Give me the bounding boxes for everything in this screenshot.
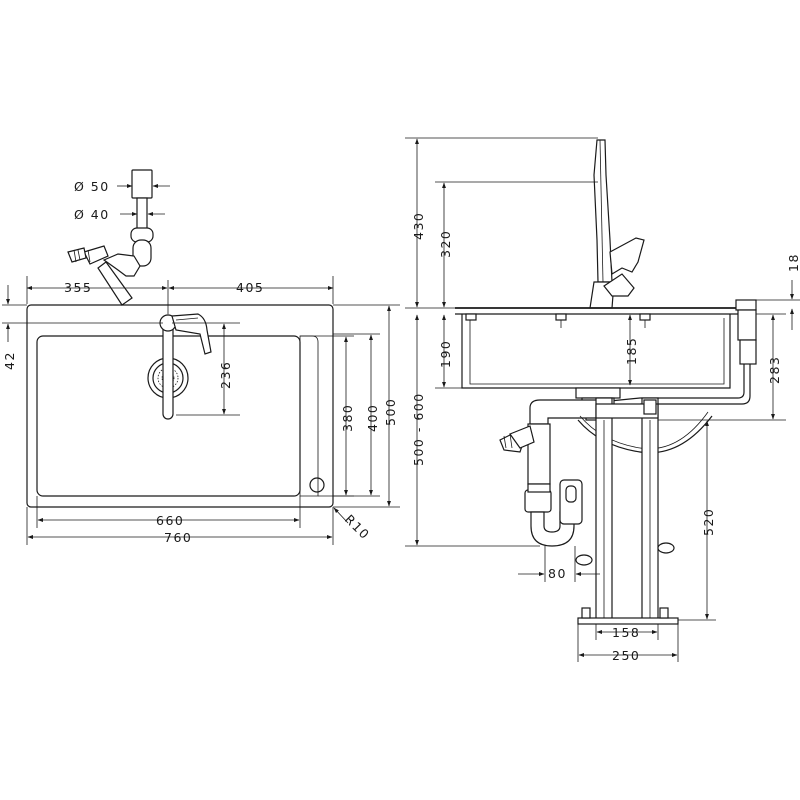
label-w355: 355 (64, 280, 92, 295)
label-h283: 283 (767, 356, 782, 384)
sink-outline (26, 304, 334, 508)
label-r10: R10 (342, 512, 373, 543)
label-w80: 80 (548, 566, 567, 581)
label-w405: 405 (236, 280, 264, 295)
hose (577, 415, 713, 454)
label-d40: Ø 40 (74, 207, 110, 222)
faucet-top-view (159, 313, 212, 420)
label-d50: Ø 50 (74, 179, 110, 194)
label-h236: 236 (218, 361, 233, 389)
overflow-fitting-side (599, 299, 757, 405)
top-view: Ø 50 Ø 40 355 405 42 236 380 400 500 (2, 169, 400, 545)
label-h500-600: 500 - 600 (411, 392, 426, 466)
label-h18: 18 (786, 253, 800, 272)
mounting-rails (575, 397, 679, 625)
overflow-circle (309, 477, 325, 493)
side-view: 430 320 18 190 185 283 500 - 600 520 (405, 137, 800, 663)
label-h520: 520 (701, 508, 716, 536)
label-h500: 500 (383, 398, 398, 426)
label-h380: 380 (340, 404, 355, 432)
label-w158: 158 (612, 625, 640, 640)
label-h42: 42 (2, 351, 17, 370)
label-h400: 400 (365, 404, 380, 432)
label-h430: 430 (411, 212, 426, 240)
label-h190: 190 (438, 340, 453, 368)
label-w250: 250 (612, 648, 640, 663)
faucet-side-view (589, 139, 645, 309)
label-w760: 760 (164, 530, 192, 545)
label-h185: 185 (624, 337, 639, 365)
waste-fitting (67, 169, 154, 306)
label-w660: 660 (156, 513, 184, 528)
sink-bowl-side (461, 314, 731, 389)
trap-assembly (499, 399, 601, 547)
label-h320: 320 (438, 230, 453, 258)
